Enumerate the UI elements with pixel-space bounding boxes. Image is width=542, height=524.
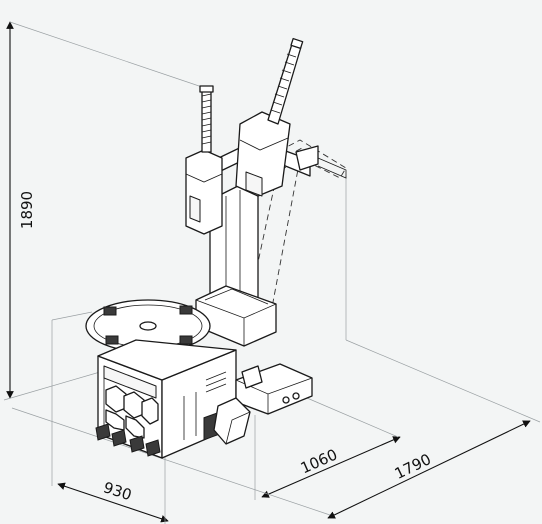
front-hexagon-panels bbox=[105, 385, 159, 439]
side-vents bbox=[205, 371, 227, 393]
height-label: 1890 bbox=[18, 191, 36, 229]
cabinet-body bbox=[95, 339, 237, 459]
foot-pedals bbox=[95, 423, 161, 457]
max-depth-label: 1790 bbox=[392, 450, 434, 483]
tyre-changer-machine bbox=[85, 37, 347, 459]
bead-breaker bbox=[213, 363, 313, 445]
max-depth-floor-extension bbox=[345, 339, 541, 423]
front-shaft-thread bbox=[201, 93, 212, 145]
max-depth-dimension-line bbox=[327, 420, 531, 519]
rear-head bbox=[235, 37, 304, 197]
width-top-extension bbox=[51, 311, 93, 321]
width-dimension-line bbox=[57, 482, 169, 523]
rear-shaft-thread bbox=[270, 53, 297, 114]
column-base bbox=[195, 285, 277, 347]
front-vertical-head bbox=[185, 85, 223, 235]
dimension-lines bbox=[3, 21, 541, 524]
turntable bbox=[85, 299, 211, 363]
base-front-extension bbox=[11, 407, 331, 516]
depth-rear-extension bbox=[299, 394, 399, 438]
height-top-extension bbox=[9, 21, 206, 89]
